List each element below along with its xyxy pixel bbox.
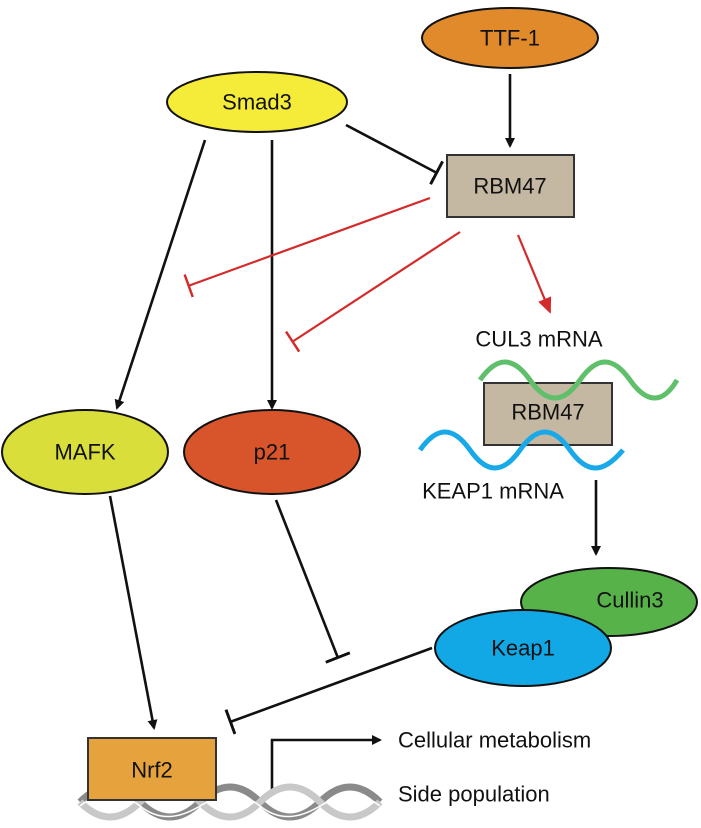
edge-rbm47-binds-mrna [516,234,552,314]
cul3-mrna-label: CUL3 mRNA [475,327,602,352]
edge-smad3-activates-mafk [114,139,207,410]
node-nrf2: Nrf2 [87,737,217,801]
keap1-mrna-label: KEAP1 mRNA [422,479,564,504]
cul3-mrna-wave [477,359,680,401]
edge-smad3-inhibits-rbm47 [345,123,444,185]
edge-mafk-activates-nrf2 [108,495,158,730]
edges [108,74,601,792]
smad3-label: Smad3 [222,90,292,115]
edge-p21-inhibits-keap1 [274,499,351,664]
p21-label: p21 [254,440,291,465]
cullin3-label: Cullin3 [596,588,663,613]
edge-rbm47-inhibits-mafk [183,196,431,298]
smad3-shape [166,71,348,133]
rbm47-complex-label: RBM47 [511,400,584,425]
output-cellular-metabolism: Cellular metabolism [398,728,591,753]
node-rbm47-top: RBM47 [446,154,575,218]
node-rbm47-mrna-complex: CUL3 mRNA RBM47 KEAP1 mRNA [417,327,680,504]
ttf1-label: TTF-1 [480,26,540,51]
node-ttf1: TTF-1 [421,7,599,69]
nrf2-label: Nrf2 [131,758,173,783]
keap1-shape [434,609,612,687]
edge-transcription-start [270,735,382,792]
nrf2-shape [87,737,217,801]
rbm47-top-shape [446,154,575,218]
node-mafk: MAFK [1,409,169,495]
dna-strand-highlight [79,793,381,818]
p21-shape [183,409,361,495]
keap1-mrna-wave [417,429,625,471]
edge-keap1-inhibits-nrf2 [224,646,433,735]
node-keap1: Keap1 [434,609,612,687]
rbm47-top-label: RBM47 [473,174,546,199]
ttf1-shape [421,7,599,69]
mafk-label: MAFK [54,440,115,465]
node-smad3: Smad3 [166,71,348,133]
edge-rbm47-inhibits-p21 [285,231,461,353]
keap1-label: Keap1 [491,636,555,661]
mafk-shape [1,409,169,495]
output-side-population: Side population [398,782,550,807]
node-p21: p21 [183,409,361,495]
dna-strand-2 [77,783,383,821]
